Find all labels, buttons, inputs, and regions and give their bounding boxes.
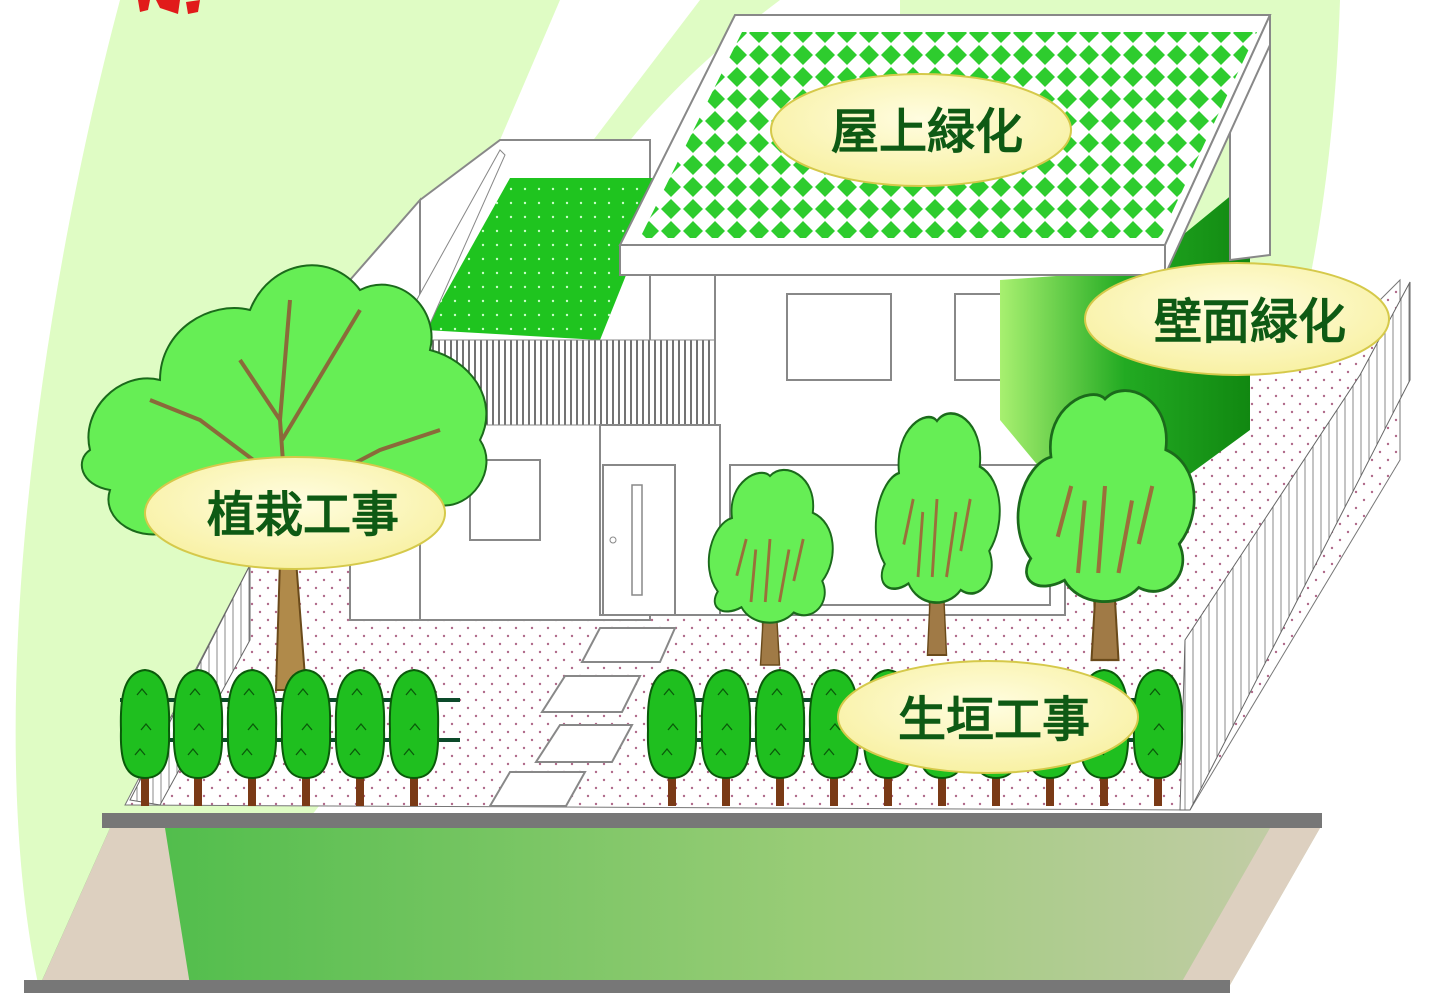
- street-ground: [40, 828, 1320, 985]
- stepping-stones: [488, 627, 677, 807]
- fence-back-right: [1179, 281, 1411, 811]
- label-hedge-work: 生垣工事: [837, 660, 1139, 774]
- sidewalk-left: [40, 828, 190, 985]
- curb-top: [102, 813, 1322, 828]
- label-rooftop-greening: 屋上緑化: [770, 73, 1072, 187]
- lower-roof-garden: [425, 178, 665, 340]
- curb-bottom: [24, 980, 1230, 993]
- window-upper-1: [786, 293, 892, 381]
- sidewalk-right: [1180, 828, 1320, 985]
- label-planting-text: 植栽工事: [207, 487, 399, 543]
- label-rooftop-text: 屋上緑化: [831, 104, 1023, 160]
- label-wall-greening: 壁面緑化: [1084, 262, 1390, 376]
- label-hedge-text: 生垣工事: [898, 692, 1090, 748]
- label-wall-text: 壁面緑化: [1154, 294, 1346, 350]
- label-planting-work: 植栽工事: [144, 456, 446, 570]
- logo-fragment: [138, 0, 200, 14]
